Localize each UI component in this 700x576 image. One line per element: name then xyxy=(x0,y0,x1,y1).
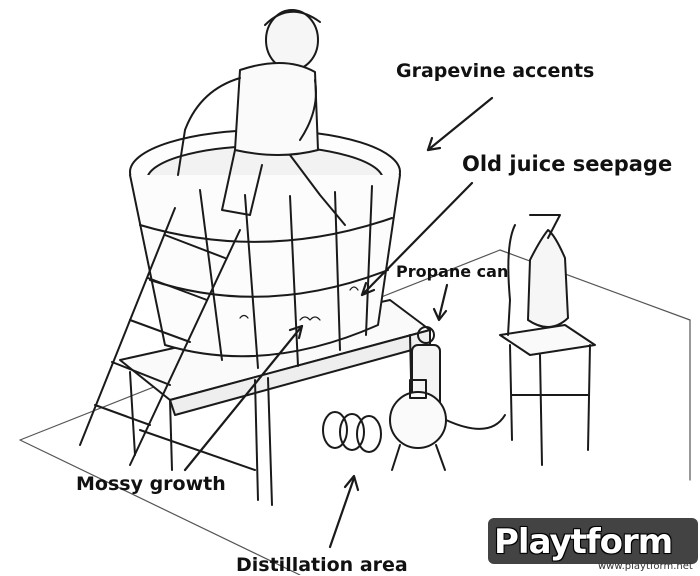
playtform-logo-backdrop xyxy=(488,518,698,564)
callout-arrows xyxy=(183,96,494,549)
label-propane-can: Propane can xyxy=(396,262,509,281)
label-grapevine-accents: Grapevine accents xyxy=(396,60,595,82)
label-distillation-area: Distillation area xyxy=(236,554,408,576)
grape-stomper-figure xyxy=(177,9,346,226)
label-mossy-growth: Mossy growth xyxy=(76,473,226,495)
cooling-coil xyxy=(322,411,506,453)
ladder xyxy=(79,207,241,466)
bottle-stand xyxy=(499,214,596,466)
playtform-logo: Playtform xyxy=(494,522,673,562)
label-old-juice-seepage: Old juice seepage xyxy=(462,152,673,176)
grape-vat xyxy=(129,129,401,369)
watermark-url: www.playtform.net xyxy=(598,561,693,572)
